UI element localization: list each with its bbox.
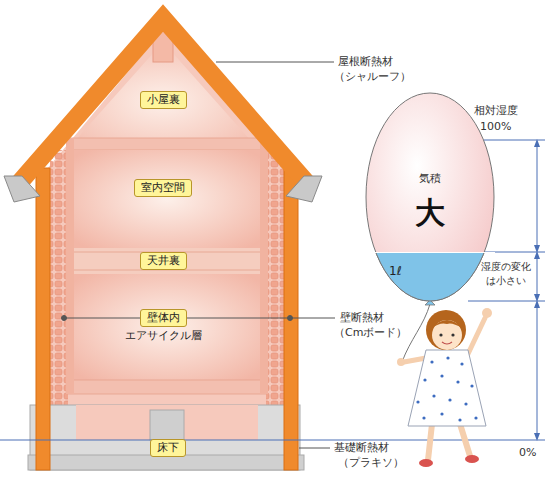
space-label: 室内空間 [134, 179, 192, 197]
girl-figure [397, 308, 492, 467]
space-label: 天井裏 [140, 252, 187, 270]
scale-value: 0% [519, 446, 536, 460]
water-amount: 1ℓ [389, 264, 402, 279]
callout-label: 屋根断熱材 [338, 55, 393, 69]
space-label: 床下 [150, 439, 186, 457]
scale-value: 100% [480, 120, 511, 134]
space-label: 小屋裏 [140, 91, 187, 109]
foundation [28, 405, 304, 470]
space-name: 室内空間 [141, 181, 185, 194]
space-name: 壁体内 [147, 311, 180, 324]
house-body [42, 22, 292, 410]
callout-label: （プラキソ） [338, 456, 404, 470]
callout-label: （Cmボード） [334, 326, 407, 340]
balloon: 気積大 1ℓ [365, 92, 495, 302]
callout-label: （シャルーフ） [334, 70, 411, 84]
leader-lines [62, 62, 336, 448]
space-note: エアサイクル層 [125, 329, 202, 343]
water-volume: 1ℓ [365, 252, 495, 302]
volume-value: 大 [365, 196, 495, 230]
water-shape [365, 252, 495, 302]
space-name: 小屋裏 [147, 93, 180, 106]
callout-label: 壁断熱材 [340, 311, 384, 325]
callout-label: 基礎断熱材 [334, 441, 389, 455]
scale-note: 湿度の変化 は小さい [479, 260, 533, 288]
volume-label: 気積 [365, 172, 495, 186]
space-name: 天井裏 [147, 254, 180, 267]
scale-title: 相対湿度 [474, 104, 518, 118]
space-name: 床下 [157, 441, 179, 454]
space-label: 壁体内エアサイクル層 [140, 309, 187, 327]
insulation [4, 18, 322, 470]
